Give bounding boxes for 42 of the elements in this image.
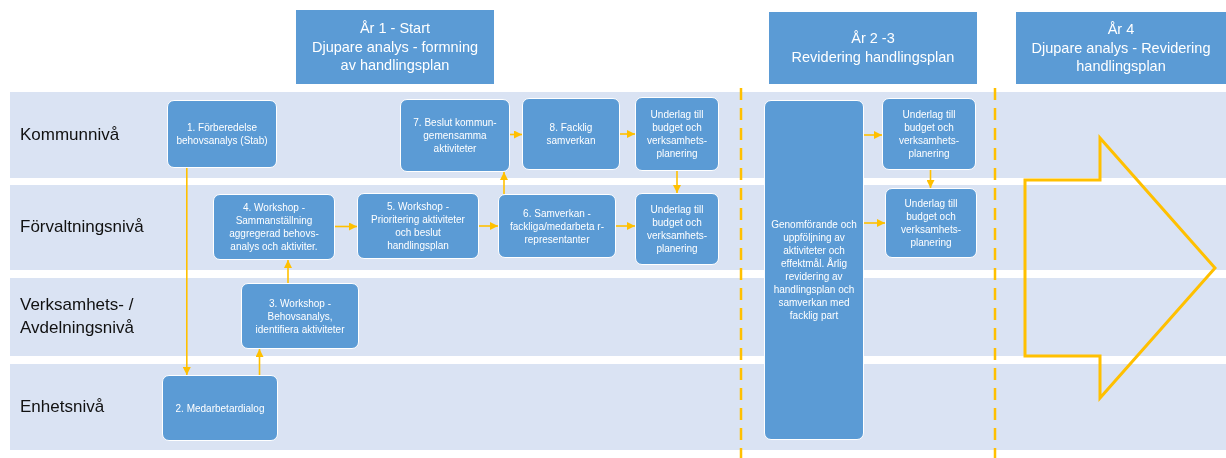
phase-year: År 2 -3 [851,29,895,48]
arrow [509,130,523,139]
process-box: 1. Förberedelse behovsanalys (Stab) [167,100,277,168]
arrow [284,259,292,284]
process-box: 4. Workshop - Sammanställning aggregerad behovs- analys och aktiviter. [213,194,335,260]
arrow [673,170,681,194]
phase-title: Djupare analys - Revidering handlingsplan [1030,38,1212,77]
arrow [863,131,883,139]
phase-header [769,12,977,84]
phase-year: År 1 - Start [359,18,431,38]
process-box: Genomförande och uppföljning av aktiviteter och effektmål. Årlig revidering av handlingsplan och samverkan med facklig part [764,100,864,440]
process-box: Underlag till budget och verksamhets- planering [635,193,719,265]
phase-header [296,10,494,84]
arrow [334,222,358,231]
swimlane-band [10,364,1226,450]
swimlane-band [10,92,1226,178]
arrow [619,130,636,138]
process-box: 7. Beslut kommun- gemensamma aktiviteter [400,99,510,172]
phase-title: Djupare analys - formning av handlingsplan [311,37,479,76]
phase-year: År 4 [1107,19,1135,39]
process-box: 8. Facklig samverkan [522,98,620,170]
arrow [615,222,636,230]
lane-label: Förvaltningsnivå [20,216,145,239]
process-box: 3. Workshop - Behovsanalys, identifiera aktiviteter [241,283,359,349]
lane-label: Verksamhets- / Avdelningsnivå [20,294,136,339]
phase-header [1016,12,1226,84]
phase-title: Revidering handlingsplan [791,48,955,67]
arrow [863,219,886,227]
process-box: 5. Workshop - Prioritering aktiviteter och beslut handlingsplan [357,193,479,259]
process-box: 2. Medarbetardialog [162,375,278,441]
process-box: Underlag till budget och verksamhets- planering [882,98,976,170]
arrow [182,167,191,376]
process-box: Underlag till budget och verksamhets- planering [635,97,719,171]
arrow [255,348,264,376]
process-box: Underlag till budget och verksamhets- planering [885,188,977,258]
arrow [500,171,508,195]
process-box: 6. Samverkan - fackliga/medarbeta r- representanter [498,194,616,258]
arrow [926,169,935,189]
lane-label: Enhetsnivå [20,395,106,418]
swimlane-band [10,185,1226,270]
lane-label: Kommunnivå [20,123,121,146]
arrow [478,222,499,230]
